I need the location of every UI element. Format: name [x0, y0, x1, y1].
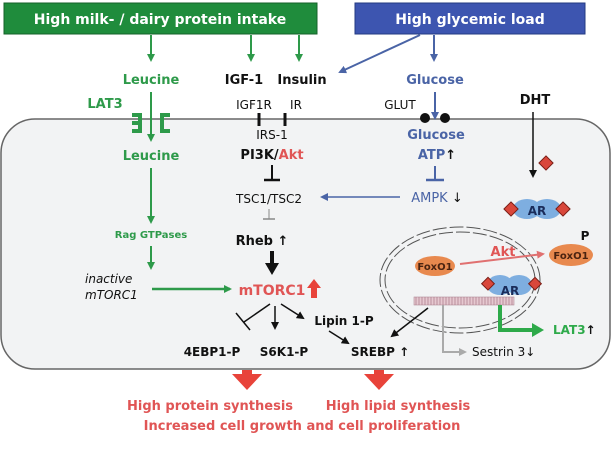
leucine-intracellular: Leucine [123, 149, 180, 164]
akt-label: Akt [279, 148, 304, 163]
mtorc1-up-arrow-icon [307, 279, 321, 298]
mtorc1-label: mTORC1 [239, 283, 306, 299]
insulin-label: Insulin [277, 73, 326, 88]
dht-ligand-ar-nuc-left-icon [480, 276, 496, 291]
arrow-ar-lat3 [498, 305, 544, 337]
outcome-lipid-synthesis: High lipid synthesis [326, 399, 471, 414]
tsc-label: TSC1/TSC2 [235, 192, 302, 206]
outcome-arrow-protein-icon [232, 370, 262, 390]
ir-label: IR [290, 98, 302, 112]
phospho-p-label: P [581, 229, 590, 243]
ar-nuc-left [487, 275, 513, 295]
nucleus-envelope-outer [379, 226, 541, 334]
dht-ligand-ar-nuc-right-icon [527, 276, 543, 291]
foxo1-p-label: FoxO1 [553, 251, 588, 262]
inhibit-mtorc1-4ebp1 [243, 303, 271, 323]
irs1-label: IRS-1 [256, 128, 287, 142]
leucine-extracellular: Leucine [123, 73, 180, 88]
lat3-transporter-icon [132, 113, 170, 133]
foxo1-p-icon [549, 244, 593, 266]
arrow-akt-foxo1 [459, 250, 545, 265]
ar-nuc-right [506, 275, 532, 295]
glycemic-load-label: High glycemic load [395, 12, 545, 28]
inactive-mtorc1-line1: inactive [85, 272, 132, 286]
igf1r-label: IGF1R [236, 98, 272, 112]
dht-ligand-icon [538, 155, 554, 171]
glut-label: GLUT [384, 98, 416, 112]
glucose-extracellular: Glucose [406, 73, 464, 88]
dairy-intake-box [3, 2, 318, 35]
4ebp1-label: 4EBP1-P [184, 345, 241, 359]
ar-cyto-label: AR [528, 204, 547, 218]
dna-strand [413, 296, 515, 306]
glut-transporter-right [440, 113, 450, 123]
pi3k-label: PI3K/Akt [240, 148, 303, 163]
srebp-label: SREBP ↑ [351, 345, 409, 359]
atp-label: ATP↑ [418, 148, 456, 163]
glucose-intracellular: Glucose [407, 128, 465, 143]
foxo1-nuclear-label: FoxO1 [417, 262, 452, 273]
arrow-mtorc1-lipin [280, 303, 305, 320]
outcome-arrow-lipid-icon [364, 370, 394, 390]
igf1-label: IGF-1 [225, 73, 263, 88]
lat3-transporter-label: LAT3 [87, 97, 122, 112]
outcome-cell-growth: Increased cell growth and cell prolifera… [144, 419, 461, 434]
foxo1-nuclear-icon [415, 256, 455, 276]
cell-membrane [0, 118, 611, 370]
rag-gtpases-label: Rag GTPases [115, 230, 187, 241]
lat3-induced-label: LAT3↑ [553, 323, 596, 337]
dht-ligand-ar-right-icon [555, 201, 571, 217]
lipin-label: Lipin 1-P [314, 314, 374, 328]
sestrin-label: Sestrin 3↓ [472, 345, 535, 359]
inactive-mtorc1-line2: mTORC1 [85, 288, 138, 302]
ampk-label: AMPK ↓ [411, 191, 463, 206]
dairy-intake-label: High milk- / dairy protein intake [34, 12, 286, 28]
ar-cyto-left [513, 199, 541, 219]
arrow-dna-srebp [390, 307, 429, 338]
inhibit-bar-4ebp1 [235, 312, 251, 331]
outcome-protein-synthesis: High protein synthesis [127, 399, 293, 414]
glycemic-load-box [354, 2, 586, 35]
dht-ligand-ar-left-icon [503, 201, 519, 217]
glut-transporter-left [420, 113, 430, 123]
arrow-lipin-srebp [328, 330, 350, 345]
arrow-dna-sestrin [442, 305, 467, 356]
s6k1-label: S6K1-P [260, 345, 309, 359]
dht-label: DHT [520, 93, 551, 108]
ar-cyto-right [533, 199, 561, 219]
rheb-label: Rheb ↑ [236, 234, 289, 249]
arrow-glycemic-insulin [338, 34, 421, 74]
ar-nuclear-label: AR [501, 284, 520, 298]
akt-nuclear-label: Akt [491, 245, 516, 260]
